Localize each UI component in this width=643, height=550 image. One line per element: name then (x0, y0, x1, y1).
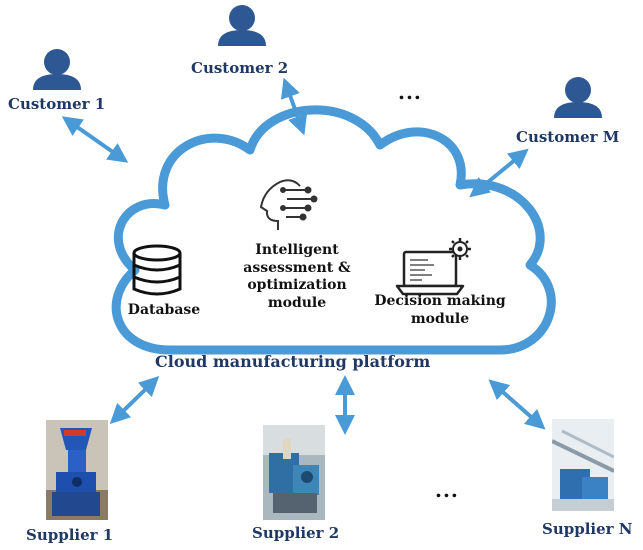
factory-line-photo (552, 419, 614, 511)
database-label: Database (127, 302, 201, 318)
user-icon (554, 77, 602, 118)
supplier-n-label: Supplier N (542, 520, 633, 538)
customer-1-arrow (61, 116, 129, 163)
customer-2-arrow (280, 77, 308, 136)
user-icon (218, 5, 266, 46)
ai-head-icon (259, 179, 318, 230)
customer-m-label: Customer M (516, 128, 620, 146)
pellet-machine-photo (46, 420, 108, 520)
customer-1-label: Customer 1 (8, 95, 106, 113)
decision-module-label: Decision making module (374, 293, 506, 327)
intelligent-module-label: Intelligent assessment & optimization mo… (243, 242, 351, 311)
suppliers-ellipsis: ... (435, 478, 459, 502)
database-icon (132, 244, 182, 296)
user-icon (33, 49, 81, 90)
workshop-machine-photo (263, 425, 325, 520)
cloud-platform-title: Cloud manufacturing platform (155, 352, 431, 371)
supplier-1-arrow (109, 376, 160, 424)
customers-ellipsis: ... (398, 80, 422, 104)
supplier-1-label: Supplier 1 (26, 526, 114, 544)
customer-2-label: Customer 2 (191, 59, 289, 77)
laptop-gear-icon (395, 238, 471, 296)
customer-m-arrow (469, 148, 529, 198)
supplier-2-label: Supplier 2 (252, 524, 340, 542)
supplier-n-arrow (488, 379, 546, 430)
